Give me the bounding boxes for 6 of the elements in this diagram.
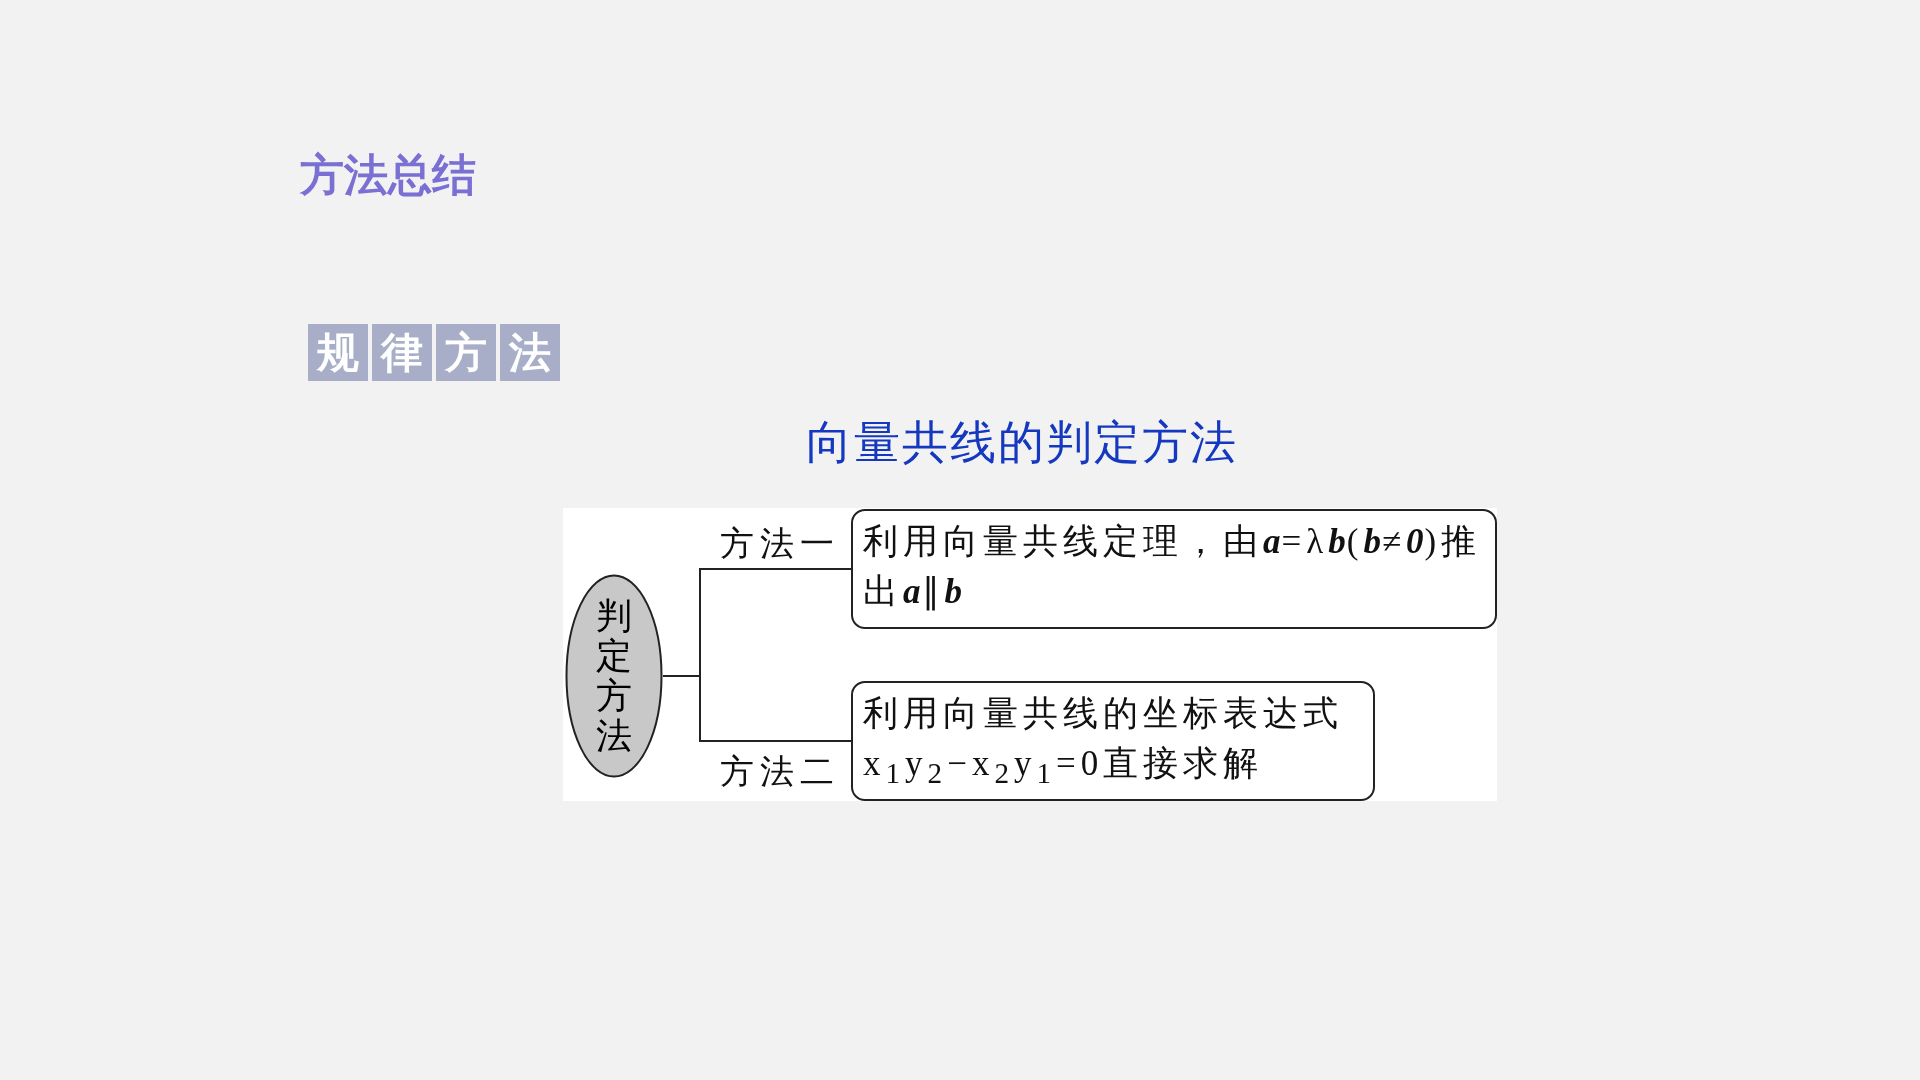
section-heading: 方法总结 <box>300 148 476 202</box>
section-badge: 规律方法 <box>308 324 560 381</box>
connector-line <box>662 675 852 742</box>
ellipse-node: 判定方法 <box>565 574 663 778</box>
method-box: 利用向量共线的坐标表达式x$_{1}$y$_{2}$−x$_{2}$y$_{1}$=0直接求解 <box>851 681 1375 801</box>
diagram-title: 向量共线的判定方法 <box>806 416 1238 470</box>
